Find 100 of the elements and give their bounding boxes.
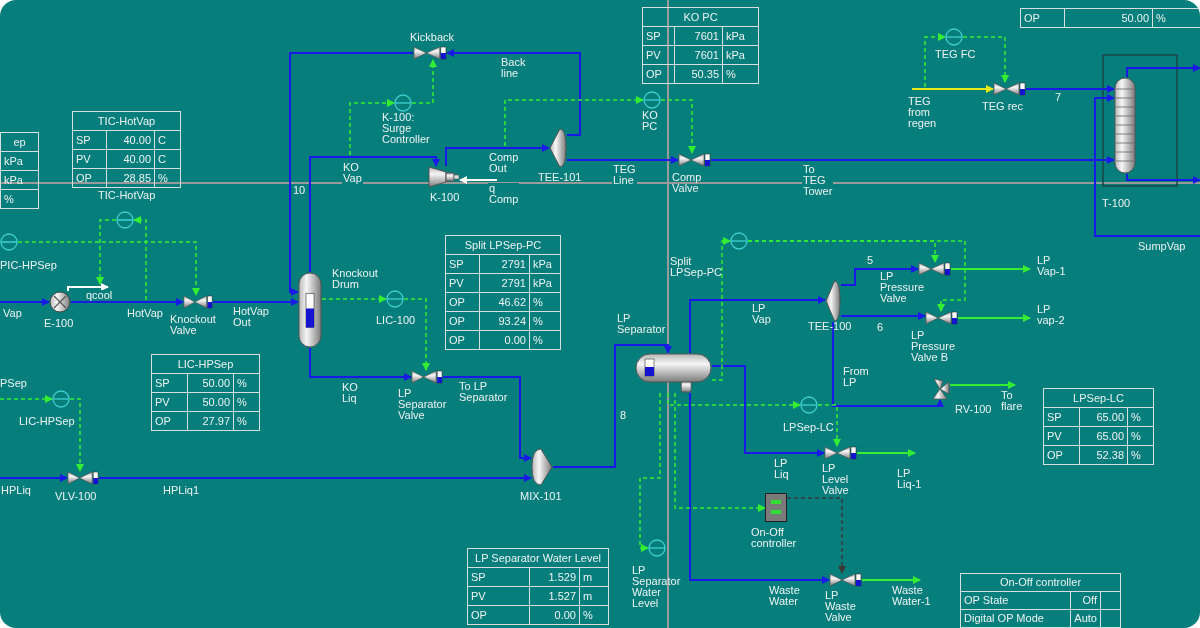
stream-arrow	[0, 474, 68, 482]
stream-label: 6	[876, 322, 885, 333]
unit-text: %	[1128, 427, 1154, 446]
controller-label: K-100: Surge Controller	[382, 112, 430, 145]
controller-label: PIC-HPSep	[0, 260, 57, 271]
value-text: 52.38	[1080, 446, 1128, 465]
unit-text: %	[580, 606, 609, 625]
tee-symbol	[825, 280, 841, 322]
value-text: 50.00	[188, 374, 234, 393]
row-label: PV	[446, 274, 480, 293]
stream-arrow	[289, 52, 414, 296]
stream-arrow	[710, 156, 1115, 164]
stream-label: Comp Out	[488, 152, 520, 174]
value-text: 93.24	[480, 312, 530, 331]
valve-symbol	[183, 295, 213, 309]
stream-arrow	[1126, 173, 1200, 184]
signal-arrow	[69, 398, 84, 472]
row-label: OP	[1044, 446, 1080, 465]
valve-symbol	[678, 153, 711, 167]
row-label: OP	[643, 65, 675, 84]
row-label: OP	[446, 293, 480, 312]
stream-arrow	[832, 321, 944, 407]
vessel-symbol	[635, 353, 712, 393]
column-symbol	[1114, 77, 1136, 174]
table-title: LPSep-LC	[1044, 389, 1154, 408]
unit-text: kPa	[530, 274, 561, 293]
unit-text: kPa	[723, 46, 759, 65]
value-text: 0.00	[480, 331, 530, 350]
signal-arrow	[0, 395, 53, 403]
stream-arrow	[1126, 64, 1200, 78]
signal-arrow	[133, 216, 147, 301]
controller-symbol	[945, 28, 963, 46]
row-label: SP	[1044, 408, 1080, 427]
controller-symbol	[52, 390, 70, 408]
row-label: SP	[73, 131, 107, 150]
stream-arrow	[446, 49, 581, 136]
controller-symbol	[0, 233, 18, 251]
unit-text: m	[580, 587, 609, 606]
unit-text: %	[1128, 446, 1154, 465]
stream-label: KO Vap	[342, 162, 363, 184]
valve-symbol	[411, 370, 443, 384]
table-title: ep	[1, 133, 39, 152]
value-text: 7601	[675, 46, 723, 65]
stream-arrow	[309, 156, 440, 273]
stream-arrow	[1094, 94, 1200, 237]
signal-arrow	[17, 241, 200, 296]
stream-arrow	[861, 576, 921, 584]
unit-text: C	[155, 131, 181, 150]
unit-text: %	[723, 65, 759, 84]
stream-arrow	[70, 298, 184, 306]
signal-arrow	[403, 298, 430, 371]
valve-symbol	[993, 82, 1026, 96]
row-label: OP	[468, 606, 530, 625]
table-title: LP Separator Water Level	[468, 549, 609, 568]
valve-symbol	[413, 46, 447, 60]
valve-symbol	[918, 262, 951, 276]
stream-arrow	[950, 265, 1031, 273]
unit-label: LP Separator	[617, 313, 666, 335]
value-text: 7601	[675, 27, 723, 46]
unit-text: m	[580, 568, 609, 587]
row-label: SP	[152, 374, 188, 393]
signal-arrow	[639, 392, 661, 552]
stream-arrow	[711, 365, 825, 457]
controller-label: TEG FC	[935, 49, 976, 60]
unit-label: TEE-101	[538, 172, 582, 183]
stream-label: qcool	[85, 290, 114, 301]
unit-label: MIX-101	[520, 491, 562, 502]
unit-text: C	[155, 150, 181, 169]
unit-text: %	[234, 393, 260, 412]
row-label: SP	[643, 27, 675, 46]
signal-arrow	[667, 392, 801, 409]
value-text: 46.62	[480, 293, 530, 312]
controller-label: KO PC	[642, 110, 658, 132]
stream-label: LP Liq	[773, 458, 790, 480]
signal-arrow	[321, 295, 387, 303]
stream-label: q Comp	[488, 183, 520, 205]
signal-arrow	[674, 392, 766, 512]
stream-label: HotVap	[126, 308, 164, 319]
value-text: 40.00	[107, 150, 155, 169]
unit-text: %	[234, 374, 260, 393]
stream-label: From LP	[842, 366, 870, 388]
row-label: PV	[152, 393, 188, 412]
heat-exchanger-symbol	[49, 291, 71, 313]
controller-symbol	[116, 211, 134, 229]
controller-box	[765, 493, 787, 522]
table-title: TIC-HotVap	[73, 112, 181, 131]
stream-label: To flare	[1000, 390, 1024, 412]
value-text: 2791	[480, 274, 530, 293]
signal-arrow	[924, 33, 946, 88]
unit-text: %	[1153, 9, 1200, 28]
unit-label: LP Pressure Valve B	[911, 330, 956, 363]
unit-label: LP Level Valve	[822, 463, 849, 496]
unit-label: LP Waste Valve	[825, 590, 856, 623]
mixer-symbol	[531, 448, 553, 486]
stream-label: LP vap-2	[1036, 304, 1066, 326]
vessel-symbol	[298, 272, 322, 348]
value-text: 65.00	[1080, 408, 1128, 427]
stream-arrow	[0, 298, 50, 306]
tee-symbol	[549, 128, 567, 168]
value-text: 50.35	[675, 65, 723, 84]
